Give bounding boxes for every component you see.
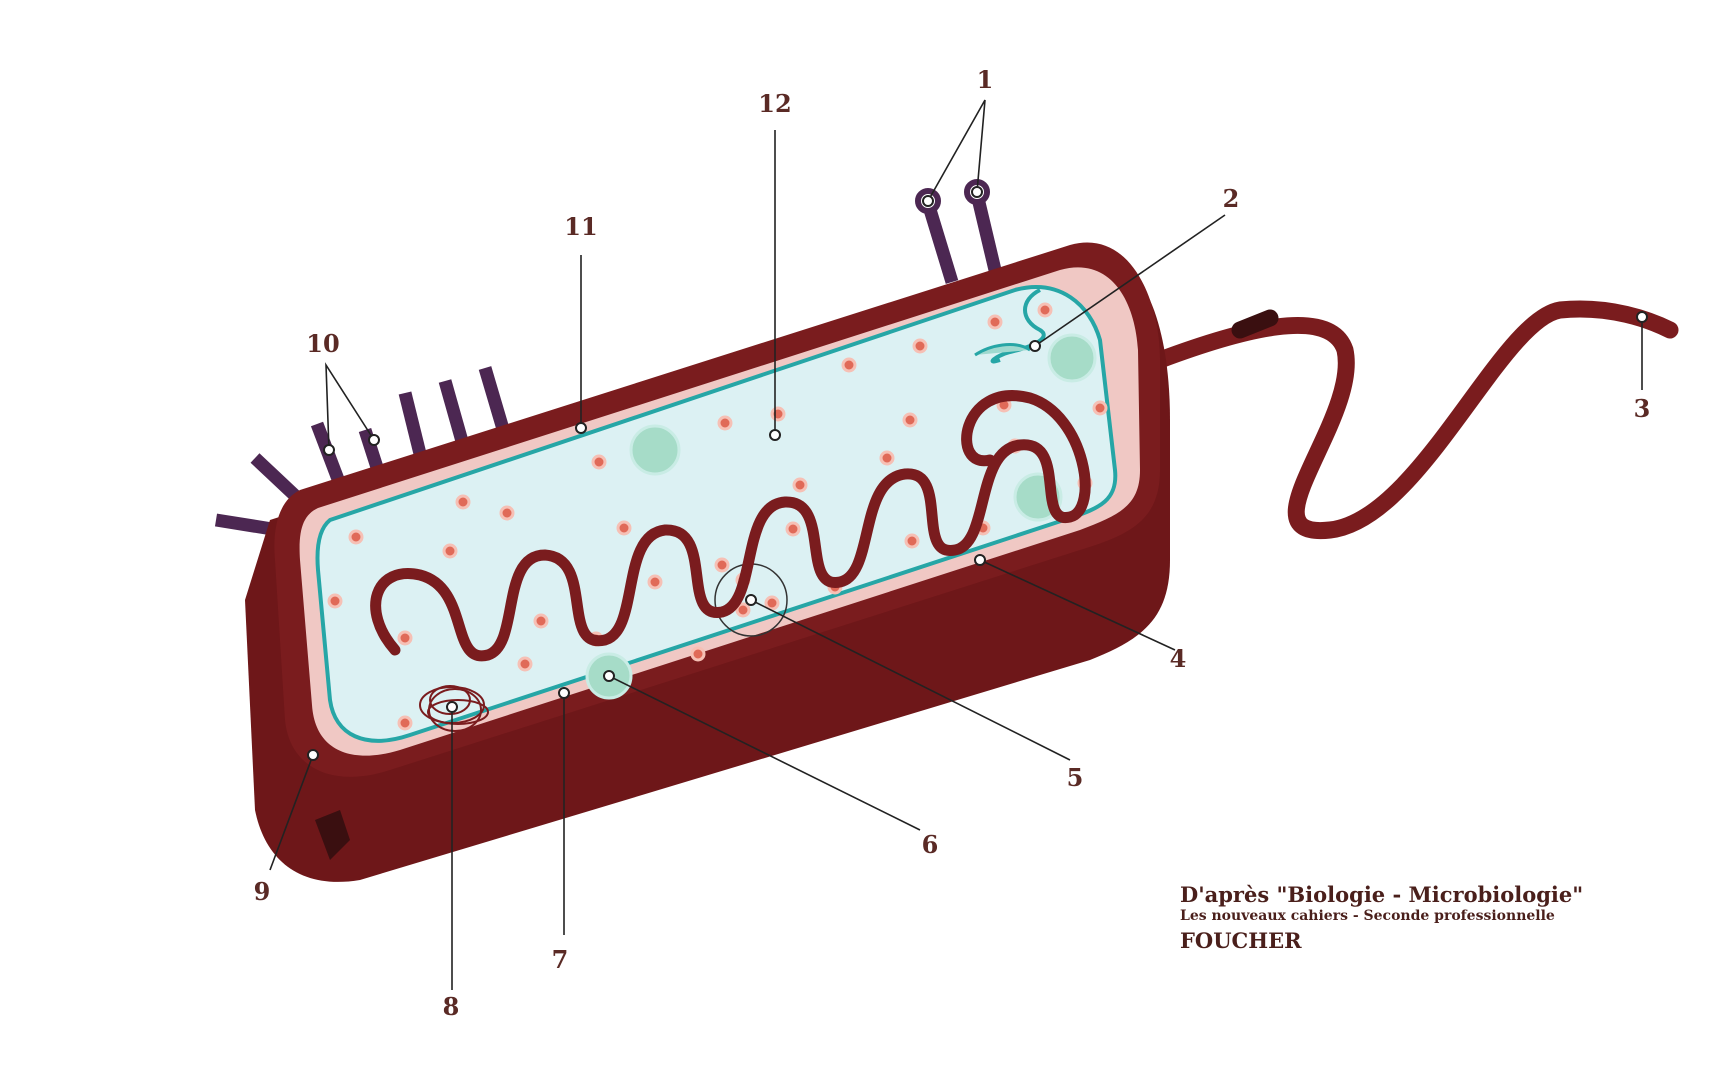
label-10: 10 [306, 329, 339, 358]
leader-lines [269, 99, 1643, 990]
label-5: 5 [1067, 763, 1084, 792]
label-7: 7 [552, 945, 569, 974]
flagellum [1151, 300, 1679, 540]
label-1: 1 [977, 65, 994, 94]
label-3: 3 [1634, 394, 1651, 423]
label-12: 12 [758, 89, 791, 118]
label-9: 9 [254, 877, 271, 906]
flagellum-hook [1231, 309, 1279, 339]
chromosome [370, 390, 1091, 662]
source-credit: D'après "Biologie - Microbiologie" Les n… [1180, 882, 1583, 954]
mesosome [990, 288, 1046, 364]
leader-endpoints [307, 186, 1648, 761]
label-2: 2 [1223, 184, 1240, 213]
label-4: 4 [1170, 644, 1187, 673]
plasmid [419, 685, 489, 732]
label-6: 6 [922, 830, 939, 859]
sex-pili [921, 192, 1002, 284]
credit-title: D'après "Biologie - Microbiologie" [1180, 882, 1584, 907]
label-11: 11 [564, 212, 597, 241]
credit-subtitle: Les nouveaux cahiers - Seconde professio… [1180, 908, 1555, 925]
label-8: 8 [443, 992, 460, 1021]
credit-publisher: FOUCHER [1180, 927, 1302, 953]
